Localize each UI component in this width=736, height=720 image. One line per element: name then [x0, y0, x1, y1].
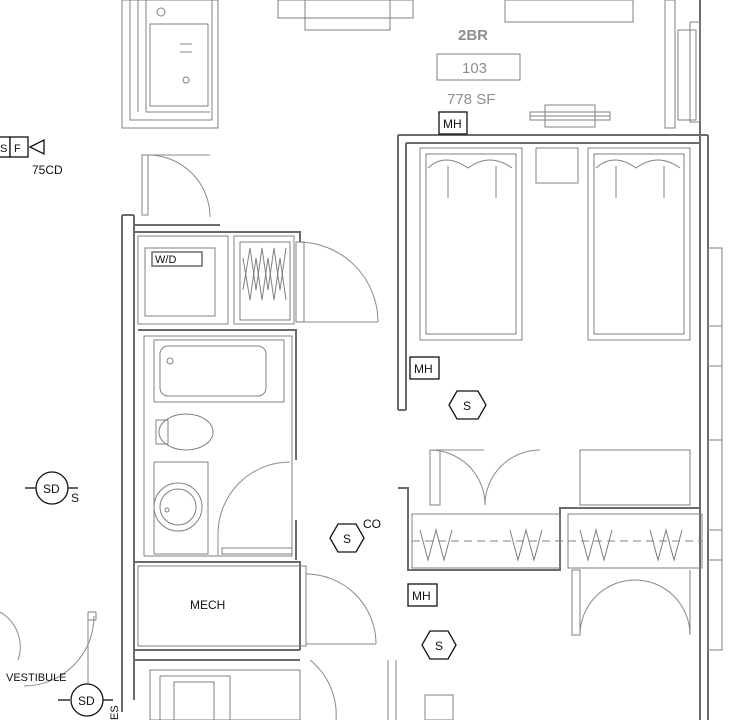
bathtub — [153, 339, 285, 403]
mh-symbol-top: MH — [438, 111, 468, 135]
washer-dryer-closet: W/D — [137, 235, 229, 325]
dining-table — [277, 0, 634, 31]
kitchen-cabinets — [121, 0, 219, 129]
svg-text:S: S — [71, 491, 79, 505]
entry-door — [141, 154, 211, 218]
wardrobe — [398, 449, 703, 636]
closet-shelving — [233, 235, 379, 325]
svg-text:S: S — [343, 532, 351, 546]
sd-symbol-left: SD S — [25, 471, 79, 505]
mh-symbol-middle: MH — [409, 356, 440, 380]
bathroom — [138, 329, 297, 560]
bottom-left-cabinets — [134, 659, 454, 720]
svg-text:SD: SD — [43, 482, 60, 496]
svg-text:ES: ES — [109, 705, 121, 720]
smoke-detector-corridor: S — [329, 523, 365, 553]
unit-number: 103 — [462, 60, 487, 77]
unit-label: 2BR 103 778 SF — [436, 27, 521, 108]
vestibule-label: VESTIBULE — [6, 672, 67, 684]
svg-text:S: S — [435, 639, 443, 653]
svg-text:S: S — [0, 143, 7, 155]
svg-text:MH: MH — [412, 589, 431, 603]
svg-text:F: F — [14, 143, 21, 155]
wd-label: W/D — [155, 254, 176, 266]
corridor-walls — [121, 214, 301, 712]
cd-label: 75CD — [32, 163, 63, 177]
smoke-detector-bedroom: S — [448, 390, 487, 420]
nightstand — [535, 147, 579, 184]
unit-area: 778 SF — [447, 91, 495, 108]
mech-label: MECH — [190, 598, 225, 612]
smoke-detector-bottom: S — [421, 630, 457, 660]
bedroom — [397, 104, 708, 411]
exterior-wall — [664, 0, 723, 720]
co-label: CO — [363, 517, 381, 531]
vanity — [153, 461, 209, 555]
svg-text:MH: MH — [414, 362, 433, 376]
unit-type: 2BR — [458, 27, 488, 44]
svg-text:MH: MH — [443, 117, 462, 131]
sd-symbol-bottom: SD ES — [58, 683, 121, 720]
toilet — [158, 413, 214, 451]
svg-text:SD: SD — [78, 694, 95, 708]
svg-text:S: S — [463, 399, 471, 413]
dresser — [579, 449, 691, 506]
mech-room: MECH — [134, 561, 377, 651]
strobe-fire-symbol: S F 75CD — [0, 136, 63, 177]
vestibule-door: VESTIBULE — [0, 611, 97, 687]
bed-right — [587, 147, 691, 341]
mh-symbol-bottom: MH — [407, 583, 438, 607]
bed-left — [419, 147, 523, 341]
